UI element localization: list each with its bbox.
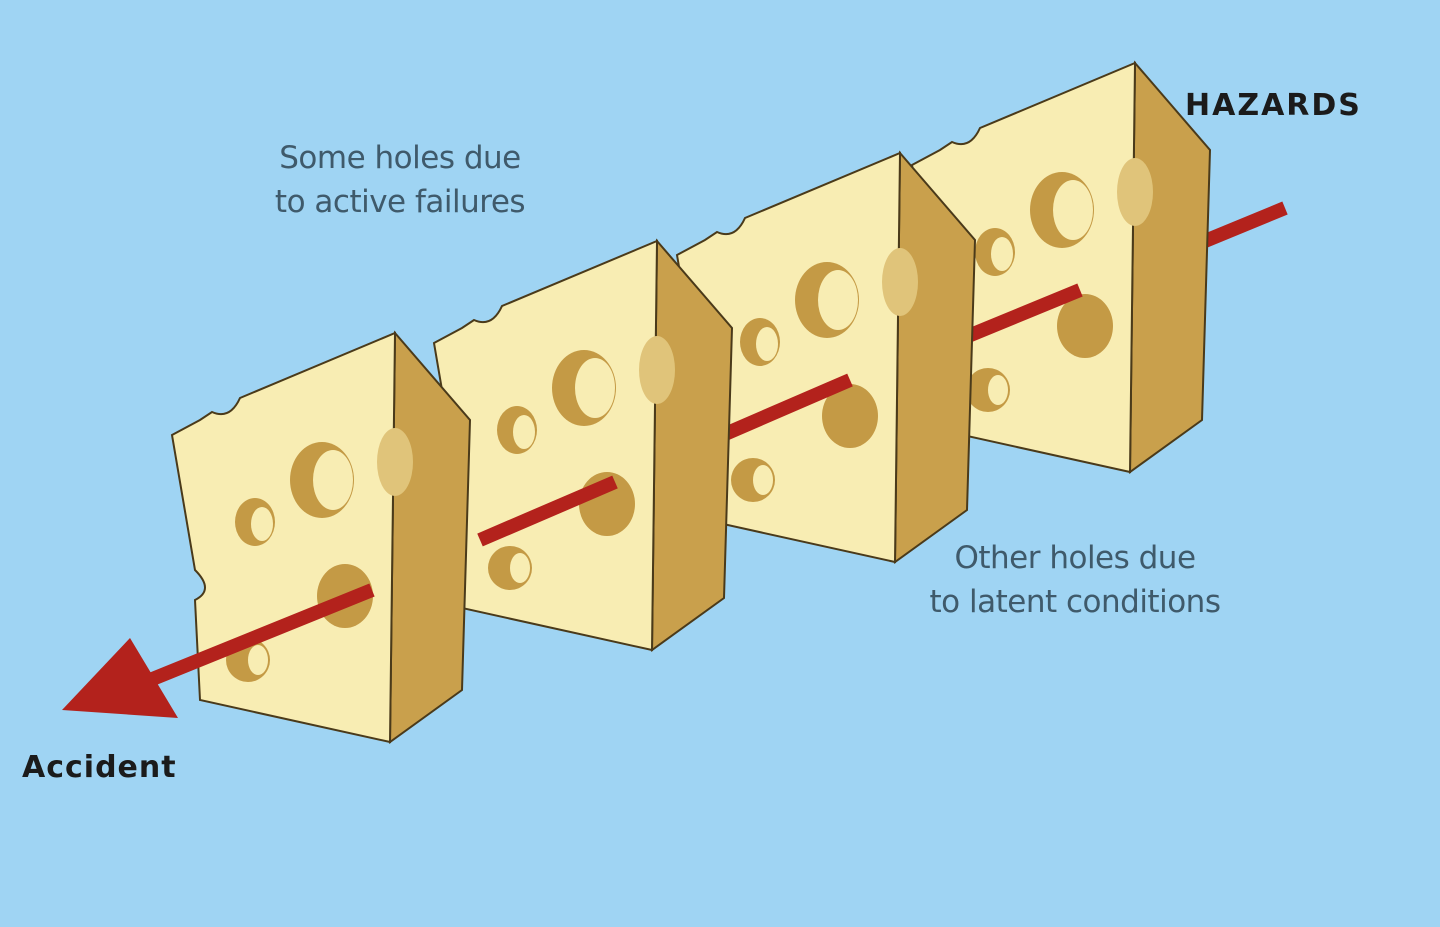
arrow-head-icon [62, 638, 178, 718]
latent-conditions-label: Other holes due to latent conditions [905, 536, 1245, 624]
hazards-label: HAZARDS [1185, 88, 1362, 123]
active-line-1: Some holes due [279, 140, 521, 176]
cheese-slice-2 [433, 240, 733, 651]
cheese-slice-1 [171, 332, 471, 743]
active-failures-label: Some holes due to active failures [250, 136, 550, 224]
arrow-front [62, 583, 375, 718]
arrow-segment-1 [477, 475, 618, 547]
latent-line-1: Other holes due [954, 540, 1196, 576]
accident-label: Accident [22, 750, 177, 785]
active-line-2: to active failures [274, 184, 526, 220]
latent-line-2: to latent conditions [929, 584, 1221, 620]
